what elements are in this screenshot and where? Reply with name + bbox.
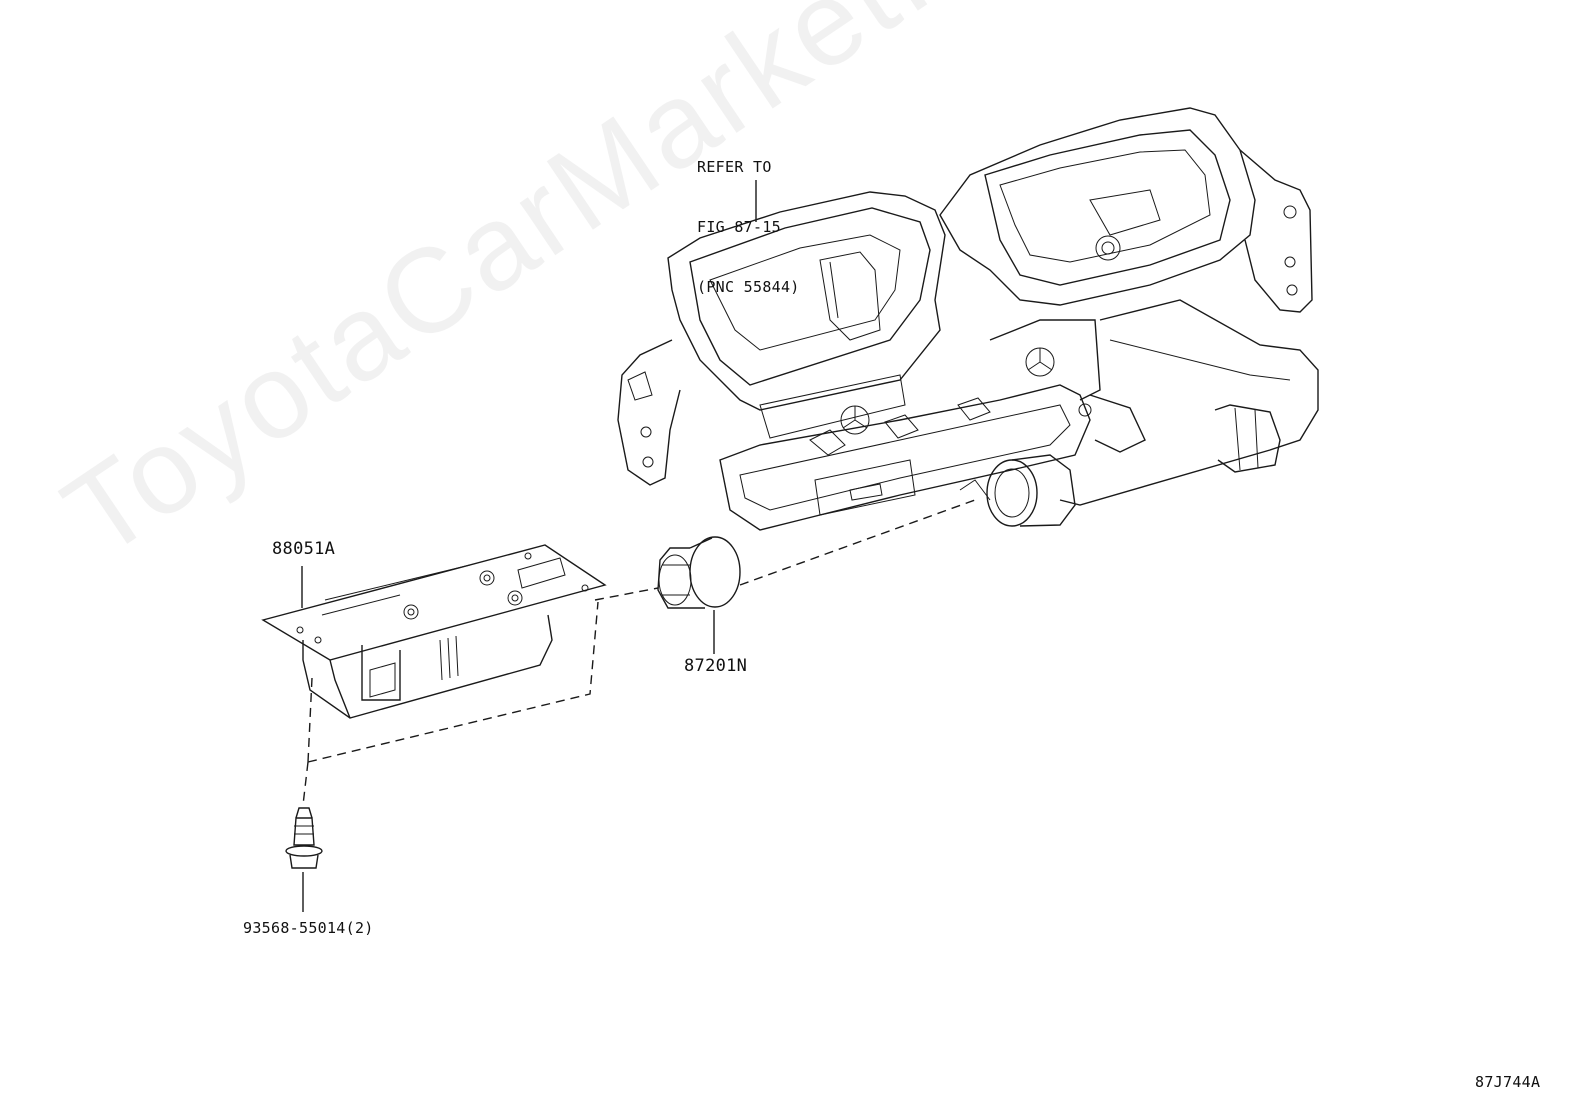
- reference-note-line-2: FIG 87-15: [697, 218, 781, 236]
- leader-lines: [301, 180, 757, 912]
- part-label-module: 88051A: [272, 539, 336, 559]
- reference-note: REFER TO FIG 87-15 (PNC 55844): [697, 117, 800, 317]
- module-88051a: [261, 544, 607, 719]
- reference-note-line-1: REFER TO: [697, 158, 772, 176]
- reference-note-line-3: (PNC 55844): [697, 278, 800, 296]
- connector-87201n: [657, 536, 741, 609]
- part-label-connector: 87201N: [684, 656, 748, 676]
- console-duct-assembly: [617, 107, 1319, 531]
- screw-93568-55014: [285, 807, 323, 869]
- part-label-screw: 93568-55014(2): [243, 919, 374, 937]
- assembly-lines: [302, 499, 976, 806]
- figure-code: 87J744A: [1475, 1073, 1541, 1091]
